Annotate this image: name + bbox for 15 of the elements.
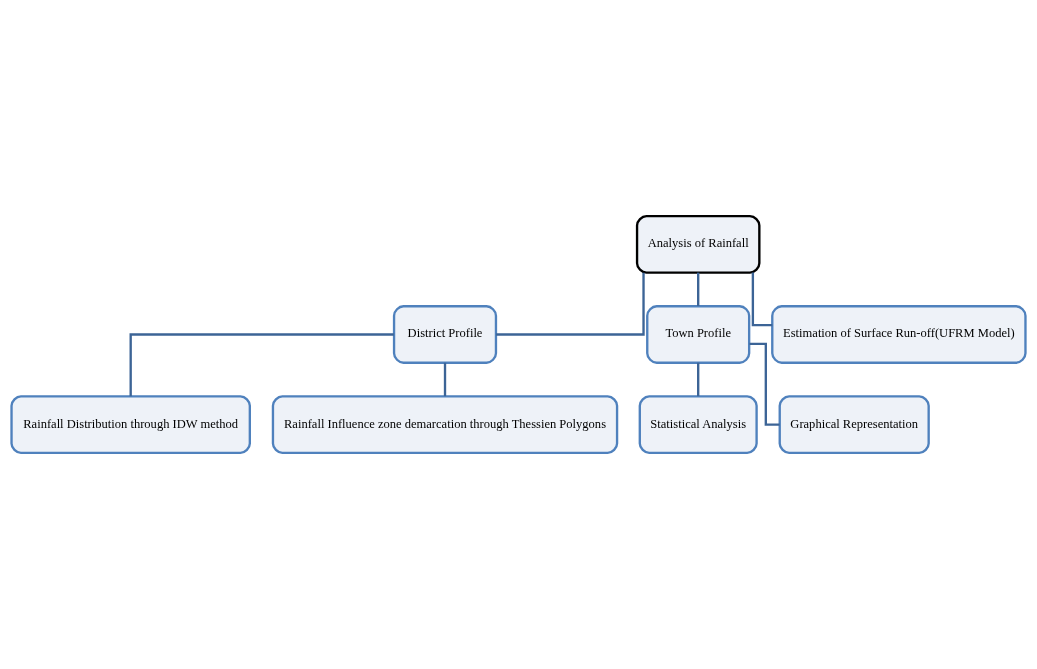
- connector: [443, 362, 447, 397]
- node-box: Graphical Representation: [778, 395, 930, 455]
- connector: [129, 333, 394, 397]
- connector: [496, 272, 645, 336]
- connector: [697, 272, 700, 306]
- connector: [697, 362, 700, 397]
- connector: [751, 272, 773, 327]
- node-box: Town Profile: [646, 305, 751, 364]
- node-box: Rainfall Distribution through IDW method: [10, 395, 251, 455]
- node-box: Analysis of Rainfall: [635, 214, 761, 274]
- node-box: Estimation of Surface Run-off(UFRM Model): [771, 305, 1027, 364]
- node-box: Statistical Analysis: [638, 395, 758, 455]
- node-box: District Profile: [392, 305, 498, 364]
- node-box: Rainfall Influence zone demarcation through Thessien Polygons: [271, 395, 619, 455]
- connector: [749, 342, 780, 426]
